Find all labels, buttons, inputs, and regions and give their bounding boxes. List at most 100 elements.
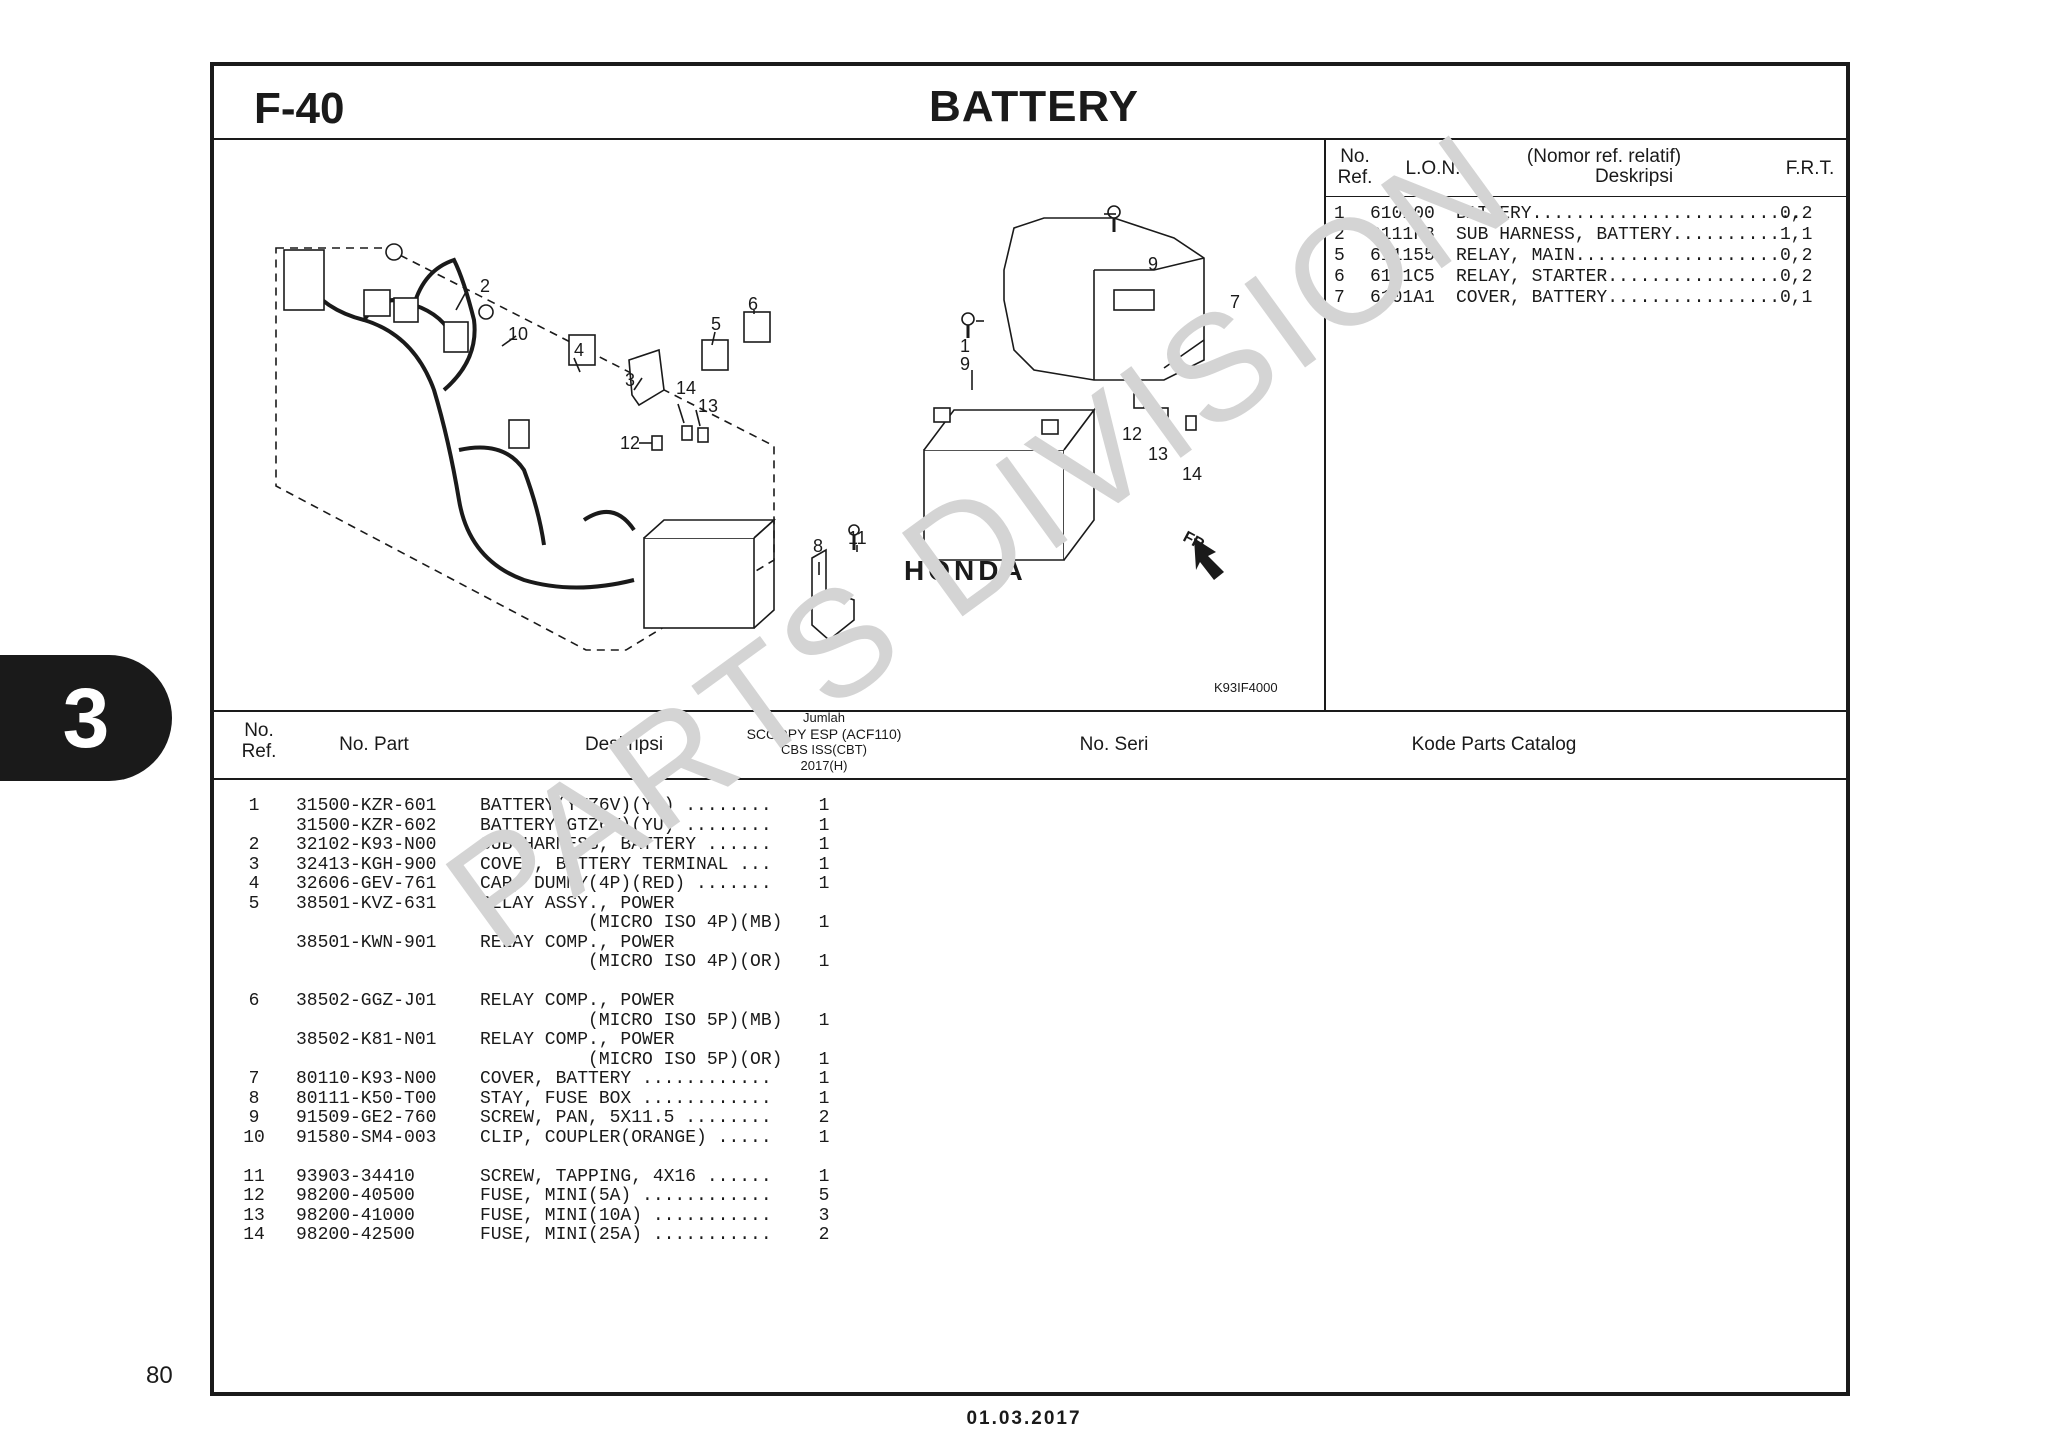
fuse-box-stay (811, 548, 855, 642)
parts-cell-ref (234, 972, 274, 992)
harness-wire-main (302, 278, 635, 590)
parts-cell-ref (234, 1050, 274, 1070)
harness-wire-branch-3 (458, 445, 546, 546)
parts-cell-ref: 12 (243, 1186, 265, 1206)
section-tab: 3 (0, 655, 172, 781)
parts-cell-ref (234, 1147, 274, 1167)
parts-cell-desc: CLIP, COUPLER(ORANGE) ..... (480, 1127, 772, 1148)
callout-4: 4 (574, 340, 584, 360)
parts-cell-ref: 13 (243, 1205, 265, 1226)
ref-cell-desc: COVER, BATTERY................ (1456, 288, 1781, 308)
footer-date: 01.03.2017 (966, 1408, 1082, 1429)
figure-code: F-40 (254, 84, 345, 133)
parts-cell-qty: 5 (818, 1186, 830, 1206)
callout-10: 10 (508, 324, 528, 344)
parts-cell-ref: 2 (248, 835, 260, 855)
callout-13a: 13 (698, 396, 718, 416)
parts-header-top (214, 710, 1846, 712)
parts-cell-ref: 1 (248, 796, 260, 816)
ref-cell-frt: 1,1 (1780, 225, 1813, 245)
callout-9b: 9 (960, 354, 970, 374)
fuse-box (643, 537, 755, 629)
parts-cell-part: 80111-K50-T00 (296, 1088, 437, 1109)
parts-cell-desc: STAY, FUSE BOX ............ (480, 1088, 772, 1109)
parts-cell-qty: 1 (818, 1088, 830, 1109)
catalog-page-frame: F-40 BATTERY (210, 62, 1850, 1396)
parts-cell-desc: RELAY COMP., POWER (480, 991, 675, 1011)
parts-cell-ref (234, 933, 274, 953)
page-title: BATTERY (929, 82, 1139, 131)
parts-cell-qty: 1 (818, 1010, 830, 1031)
parts-cell-part: 38502-K81-N01 (296, 1030, 437, 1050)
ref-cell-desc: SUB HARNESS, BATTERY.......... (1456, 225, 1781, 245)
ref-header-lon: L.O.N. (1405, 158, 1461, 179)
parts-cell-desc: SCREW, TAPPING, 4X16 ...... (480, 1166, 772, 1187)
parts-cell-qty: 1 (818, 1166, 830, 1187)
parts-cell-qty: 1 (818, 1069, 830, 1089)
parts-cell-qty: 2 (818, 1108, 830, 1128)
diagram-divider (1324, 138, 1326, 710)
relay-starter (743, 311, 771, 343)
ref-cell-frt: 0,1 (1780, 288, 1813, 308)
parts-cell-desc: RELAY ASSY., POWER (480, 893, 675, 914)
ref-header-no: No. Ref. (1337, 146, 1373, 188)
parts-cell-ref: 4 (248, 874, 260, 894)
ref-cell-desc: RELAY, MAIN................... (1456, 246, 1781, 266)
callout-12b: 12 (1122, 424, 1142, 444)
parts-cell-ref: 11 (243, 1166, 265, 1187)
parts-header-no: No. Ref. (241, 720, 277, 762)
diagram-code: K93IF4000 (1214, 680, 1278, 695)
parts-cell-qty: 1 (818, 796, 830, 816)
clip-coupler (478, 304, 494, 320)
callout-12a: 12 (620, 433, 640, 453)
connector-large (283, 249, 325, 311)
title-divider (214, 138, 1846, 140)
parts-header-part: No. Part (339, 734, 409, 755)
callout-1: 1 (960, 336, 970, 356)
ref-cell-no: 2 (1334, 225, 1345, 245)
parts-cell-ref (234, 952, 274, 972)
battery-cover (1003, 217, 1205, 381)
parts-cell-ref (234, 913, 274, 933)
parts-cell-desc: BATTERY(GTZ6V)(YU) ........ (480, 815, 772, 836)
parts-cell-part: 98200-42500 (296, 1225, 415, 1245)
brand-mark: HONDA (904, 555, 1027, 586)
callout-11: 11 (848, 528, 867, 548)
ref-cell-lon: 6111C5 (1370, 267, 1435, 287)
parts-cell-ref (234, 816, 274, 836)
parts-cell-desc: (MICRO ISO 4P)(OR) (480, 952, 783, 972)
ref-cell-lon: 611155 (1370, 246, 1435, 266)
parts-cell-qty (814, 972, 834, 992)
parts-cell-part: 38501-KWN-901 (296, 932, 437, 953)
ref-cell-desc: BATTERY......................... (1456, 204, 1802, 224)
harness-wire-branch-4 (582, 510, 636, 532)
parts-cell-desc: RELAY COMP., POWER (480, 932, 675, 953)
parts-header-bottom (214, 778, 1846, 780)
relay-main (701, 339, 729, 371)
ref-cell-no: 7 (1334, 288, 1345, 308)
parts-cell-desc: (MICRO ISO 4P)(MB) (480, 913, 783, 933)
ref-header-frt: F.R.T. (1785, 158, 1835, 179)
parts-cell-part: 91580-SM4-003 (296, 1127, 437, 1148)
parts-cell-desc: SCREW, PAN, 5X11.5 ........ (480, 1108, 772, 1128)
parts-cell-desc: (MICRO ISO 5P)(OR) (480, 1049, 783, 1070)
parts-cell-part: 31500-KZR-601 (296, 796, 437, 816)
ref-cell-lon: 6111F8 (1370, 225, 1435, 245)
parts-cell-qty: 1 (818, 913, 830, 933)
parts-cell-qty: 1 (818, 1127, 830, 1148)
callout-13b: 13 (1148, 444, 1168, 464)
page-number: 80 (146, 1362, 173, 1389)
terminal-cover (628, 348, 665, 407)
callout-7: 7 (1230, 292, 1240, 312)
parts-cell-part: 32606-GEV-761 (296, 874, 437, 894)
exploded-diagram: 1 2 3 4 5 6 7 8 9 9 10 11 12 12 13 13 14… (275, 205, 1278, 695)
parts-cell-qty: 1 (818, 1049, 830, 1070)
ref-cell-desc: RELAY, STARTER................ (1456, 267, 1781, 287)
parts-cell-desc: FUSE, MINI(25A) ........... (480, 1225, 772, 1245)
parts-cell-qty: 3 (818, 1205, 830, 1226)
parts-cell-ref: 6 (248, 991, 260, 1011)
callout-9a: 9 (1148, 254, 1158, 274)
parts-cell-ref: 10 (243, 1127, 265, 1148)
parts-cell-part: 32413-KGH-900 (296, 854, 437, 875)
parts-cell-desc: FUSE, MINI(5A) ............ (480, 1186, 772, 1206)
